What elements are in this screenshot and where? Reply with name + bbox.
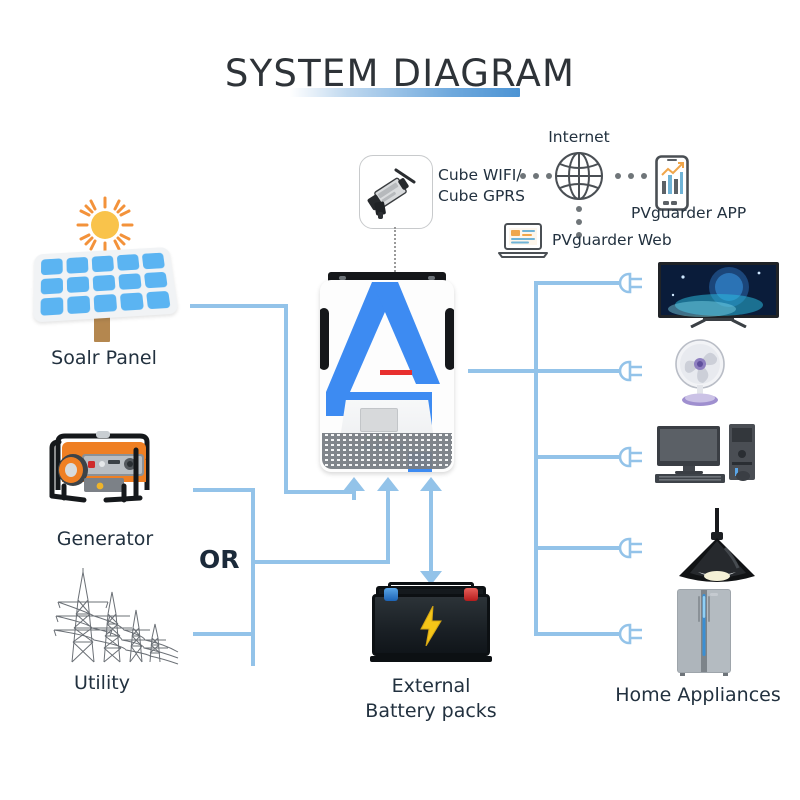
battery-terminal-negative: [384, 588, 398, 601]
dots-internet-to-web: [576, 206, 582, 238]
globe-icon: [555, 152, 603, 200]
lightning-bolt-icon: [420, 606, 442, 646]
wire-solar-horizontal: [190, 304, 288, 308]
solar-panel-icon: [24, 196, 184, 342]
internet-label: Internet: [548, 128, 610, 146]
arrow-battery-discharge-down: [420, 571, 442, 585]
wire-branch-tv: [534, 281, 620, 285]
wire-branch-fridge: [534, 632, 620, 636]
wire-branch-computer: [534, 455, 620, 459]
plug-icon-lamp: [618, 537, 642, 559]
wire-or-to-inverter: [251, 560, 390, 564]
inverter-side-rail-left: [320, 308, 329, 370]
inverter-side-rail-right: [445, 308, 454, 370]
utility-label: Utility: [74, 672, 130, 694]
inverter-lcd-display[interactable]: [360, 408, 398, 432]
plug-icon-computer: [618, 446, 642, 468]
laptop-icon: [498, 223, 548, 258]
wire-branch-fan: [534, 369, 620, 373]
utility-pylon-icon: [53, 568, 179, 665]
tv-icon: [658, 262, 779, 328]
arrow-battery-charge-up: [420, 477, 442, 491]
generator-icon: [49, 431, 150, 503]
wire-or-riser: [386, 490, 390, 562]
arrow-acsource-into-inverter: [377, 477, 399, 491]
lamp-icon: [679, 508, 755, 582]
wire-utility-horizontal: [193, 632, 255, 636]
dots-dongle-to-internet: [520, 173, 552, 179]
or-label: OR: [199, 545, 240, 574]
plug-icon-fan: [618, 360, 642, 382]
solar-panel-post: [94, 312, 110, 342]
battery-icon: [366, 580, 496, 662]
battery-label: External Battery packs: [365, 675, 497, 722]
smartphone-icon: [655, 155, 689, 211]
wire-generator-horizontal: [193, 488, 255, 492]
wire-battery-vertical: [429, 490, 433, 574]
pvguarder-web-label: PVguarder Web: [552, 231, 672, 249]
wire-inverter-output: [468, 369, 538, 373]
inverter-ventilation-grille: [322, 433, 452, 469]
arrow-solar-into-inverter: [343, 477, 365, 491]
computer-icon: [655, 424, 755, 483]
fridge-icon: [677, 589, 731, 676]
solar-panel-label: Soalr Panel: [51, 347, 157, 369]
dots-internet-to-app: [615, 173, 647, 179]
battery-terminal-positive: [464, 588, 478, 601]
dongle-label: Cube WIFI/ Cube GPRS: [438, 166, 525, 205]
hybrid-inverter: [316, 272, 468, 477]
wire-or-bus-vertical: [251, 488, 255, 666]
inverter-body: [320, 280, 454, 472]
plug-icon-fridge: [618, 623, 642, 645]
generator-label: Generator: [56, 528, 154, 550]
home-appliances-label: Home Appliances: [615, 684, 781, 706]
pvguarder-app-label: PVguarder APP: [631, 204, 747, 222]
dotted-line-dongle-to-inverter: [394, 227, 396, 275]
wire-branch-lamp: [534, 546, 620, 550]
solar-panel-array: [33, 246, 179, 323]
title-underline-accent: [290, 88, 520, 97]
fan-icon: [675, 339, 725, 406]
wifi-dongle-icon: [367, 168, 416, 219]
sun-icon: [76, 196, 134, 254]
wire-solar-to-inverter: [284, 490, 356, 494]
plug-icon-tv: [618, 272, 642, 294]
page-title: SYSTEM DIAGRAM: [224, 52, 576, 95]
battery-base: [370, 656, 492, 662]
wire-solar-riser: [352, 488, 356, 500]
wire-solar-vertical: [284, 304, 288, 494]
title-container: SYSTEM DIAGRAM: [0, 52, 800, 95]
wifi-dongle-box: [359, 155, 433, 229]
